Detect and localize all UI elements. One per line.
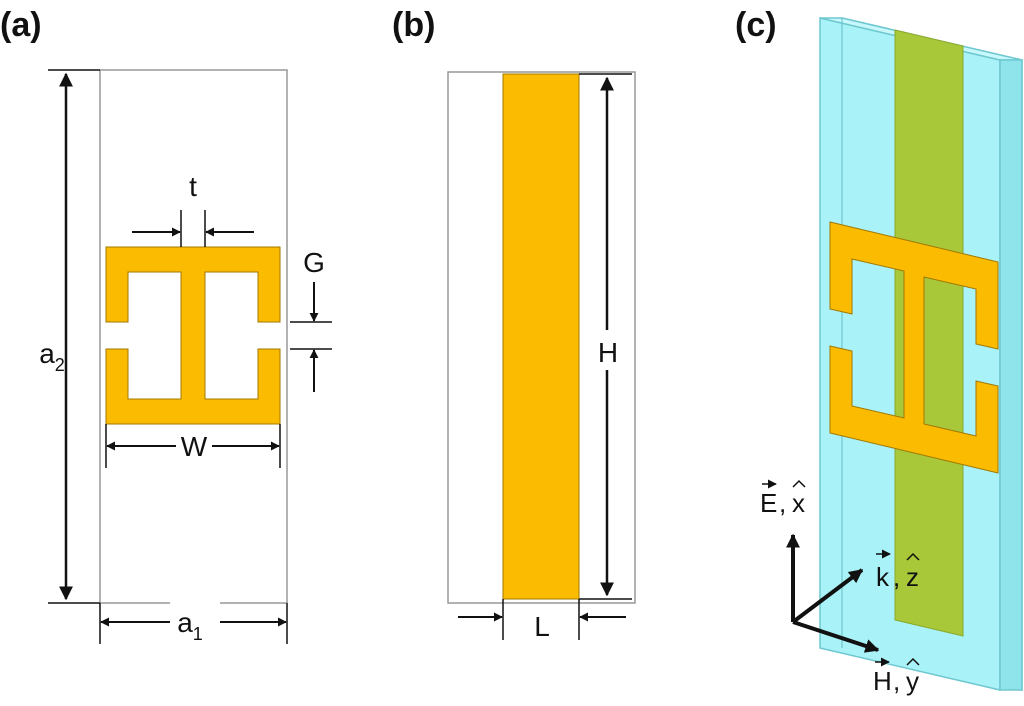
l-label: L xyxy=(534,611,550,642)
k-comma: , xyxy=(893,562,900,592)
metal-strip xyxy=(502,73,580,600)
e-axis-label: E , x xyxy=(760,479,806,518)
e-comma: , xyxy=(779,488,786,518)
h-axis-label: H , y xyxy=(873,657,920,696)
z-hat xyxy=(906,552,920,561)
x-unit-symbol: x xyxy=(792,488,805,518)
a1-label: a1 xyxy=(177,607,203,644)
k-axis-label: k , z xyxy=(876,549,920,592)
x-hat xyxy=(792,479,806,488)
panel-a: (a) a2 t G W a1 xyxy=(0,6,332,644)
g-label: G xyxy=(303,247,325,278)
k-vector-symbol: k xyxy=(876,562,890,592)
panel-c: (c) E , x k , z xyxy=(735,6,1023,696)
h-label: H xyxy=(598,337,618,368)
h-comma: , xyxy=(893,666,900,696)
y-hat xyxy=(906,657,920,666)
t-label: t xyxy=(189,171,197,202)
panel-c-label: (c) xyxy=(735,6,777,44)
h-label-bg xyxy=(590,330,626,370)
w-label-bg xyxy=(176,428,212,462)
y-unit-symbol: y xyxy=(906,666,919,696)
e-vector-symbol: E xyxy=(760,488,777,518)
a2-label: a2 xyxy=(39,338,65,375)
h-resonator-3d xyxy=(829,221,999,474)
substrate-side-face xyxy=(999,59,1023,691)
k-axis-arrow xyxy=(791,568,864,624)
panel-a-label: (a) xyxy=(0,6,42,44)
a1-label-bg xyxy=(170,602,220,642)
panel-b: (b) H L xyxy=(392,6,636,642)
h-vector-symbol: H xyxy=(873,666,892,696)
w-label: W xyxy=(181,431,208,462)
panel-b-label: (b) xyxy=(392,6,435,44)
h-axis-arrow xyxy=(792,620,880,653)
z-unit-symbol: z xyxy=(906,562,919,592)
